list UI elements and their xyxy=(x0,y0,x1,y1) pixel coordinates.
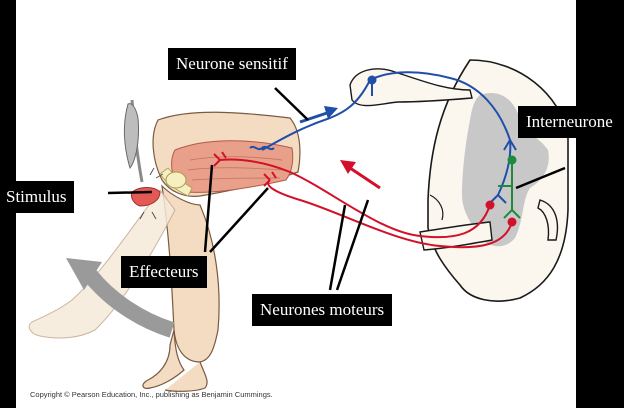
interneuron-cell-body xyxy=(508,156,517,165)
motor-neuron-cell-body-2 xyxy=(508,218,517,227)
label-interneuron: Interneurone xyxy=(518,106,617,138)
copyright-credit: Copyright © Pearson Education, Inc., pub… xyxy=(30,390,273,399)
label-motor-neurons: Neurones moteurs xyxy=(252,294,392,326)
leader-effector-2 xyxy=(210,188,268,252)
motor-neuron-cell-body-1 xyxy=(486,201,495,210)
patella xyxy=(166,172,186,188)
leader-stimulus xyxy=(108,192,152,193)
leader-motor-1 xyxy=(330,205,345,290)
leader-motor-2 xyxy=(337,200,368,290)
label-sensory-neuron: Neurone sensitif xyxy=(168,48,296,80)
motor-direction-arrow xyxy=(350,168,380,188)
label-stimulus: Stimulus xyxy=(0,181,74,213)
reflex-hammer-head xyxy=(124,104,138,168)
label-effectors: Effecteurs xyxy=(121,256,207,288)
leader-sensory xyxy=(275,88,308,120)
